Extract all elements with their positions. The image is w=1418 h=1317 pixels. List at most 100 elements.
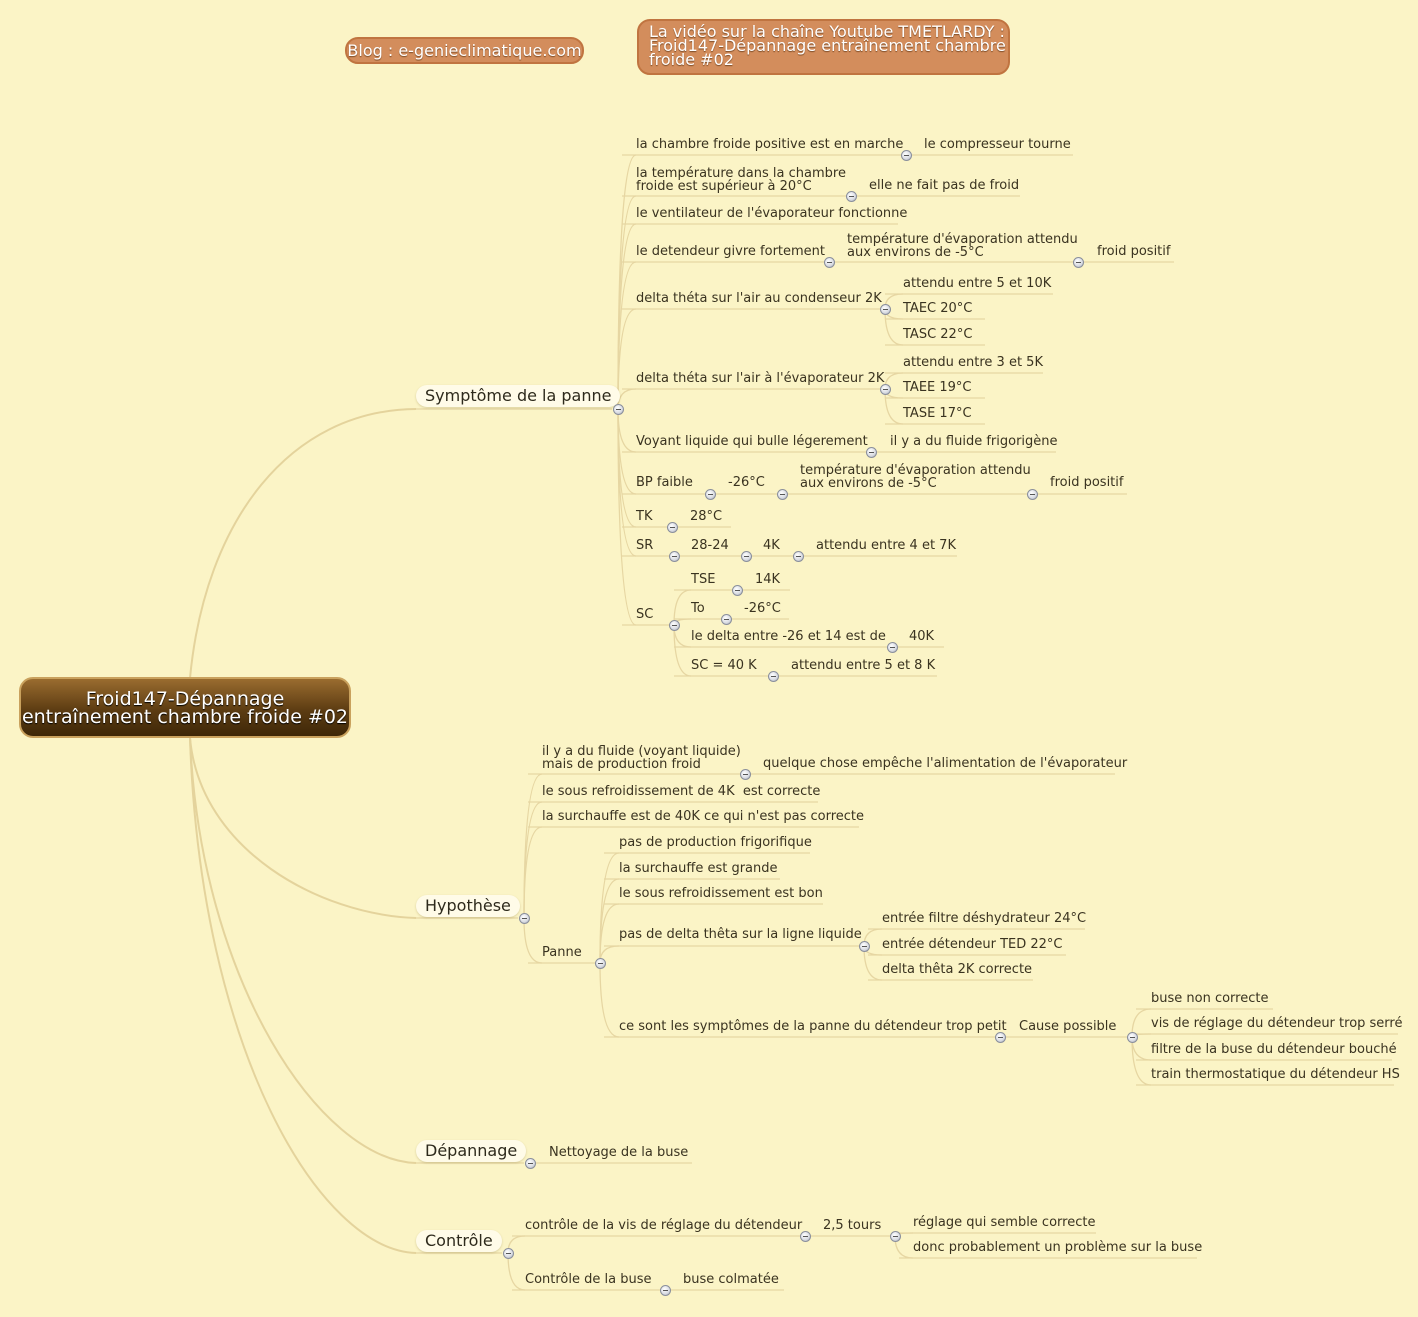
topic[interactable]: le sous refroidissement est bon [619,886,823,901]
topic[interactable]: delta thêta 2K correcte [882,962,1033,977]
collapse-toggle-icon[interactable] [768,671,779,682]
topic[interactable]: Nettoyage de la buse [549,1145,689,1160]
branch-hypothese[interactable]: Hypothèse [416,895,520,917]
topic[interactable]: réglage qui semble correcte [913,1215,1096,1230]
collapse-toggle-icon[interactable] [859,941,870,952]
topic[interactable]: 40K [909,629,935,644]
topic[interactable]: le delta entre -26 et 14 est de [691,629,886,644]
branch-controle[interactable]: Contrôle [416,1230,502,1252]
topic[interactable]: le ventilateur de l'évaporateur fonction… [636,206,908,221]
collapse-toggle-icon[interactable] [669,620,680,631]
collapse-toggle-icon[interactable] [880,384,891,395]
topic[interactable]: la surchauffe est de 40K ce qui n'est pa… [542,809,865,824]
topic[interactable]: filtre de la buse du détendeur bouché [1151,1042,1397,1057]
video-callout[interactable]: La vidéo sur la chaîne Youtube TMETLARDY… [637,19,1010,75]
topic[interactable]: le compresseur tourne [924,137,1071,152]
topic[interactable]: elle ne fait pas de froid [869,178,1020,193]
collapse-toggle-icon[interactable] [866,447,877,458]
collapse-toggle-icon[interactable] [901,150,912,161]
topic[interactable]: la chambre froide positive est en marche [636,137,904,152]
topic[interactable]: le detendeur givre fortement [636,244,826,259]
central-topic[interactable]: Froid147-Dépannage entraînement chambre … [19,677,351,738]
topic[interactable]: Panne [542,945,582,960]
topic[interactable]: Cause possible [1019,1019,1117,1034]
topic[interactable]: buse non correcte [1151,991,1269,1006]
topic[interactable]: SC [636,607,654,622]
topic[interactable]: la température dans la chambre froide es… [636,166,846,194]
topic[interactable]: TASC 22°C [903,327,973,342]
topic[interactable]: TAEE 19°C [903,380,972,395]
collapse-toggle-icon[interactable] [1073,257,1084,268]
branch-symptome[interactable]: Symptôme de la panne [416,385,621,407]
topic[interactable]: TK [636,509,653,524]
collapse-toggle-icon[interactable] [800,1231,811,1242]
topic[interactable]: attendu entre 4 et 7K [816,538,956,553]
topic[interactable]: SC = 40 K [691,658,757,673]
collapse-toggle-icon[interactable] [1127,1032,1138,1043]
topic[interactable]: attendu entre 5 et 8 K [791,658,936,673]
topic[interactable]: ce sont les symptômes de la panne du dét… [619,1019,1007,1034]
collapse-toggle-icon[interactable] [519,913,530,924]
topic[interactable]: buse colmatée [683,1272,779,1287]
collapse-toggle-icon[interactable] [705,489,716,500]
topic[interactable]: entrée filtre déshydrateur 24°C [882,911,1087,926]
topic[interactable]: vis de réglage du détendeur trop serré [1151,1016,1403,1031]
collapse-toggle-icon[interactable] [887,642,898,653]
collapse-toggle-icon[interactable] [732,585,743,596]
collapse-toggle-icon[interactable] [721,614,732,625]
topic[interactable]: TASE 17°C [903,406,972,421]
collapse-toggle-icon[interactable] [793,551,804,562]
collapse-toggle-icon[interactable] [525,1158,536,1169]
collapse-toggle-icon[interactable] [667,522,678,533]
topic[interactable]: Voyant liquide qui bulle légerement [636,434,868,449]
collapse-toggle-icon[interactable] [890,1231,901,1242]
topic[interactable]: delta théta sur l'air au condenseur 2K [636,291,882,306]
topic[interactable]: BP faible [636,475,693,490]
topic[interactable]: pas de production frigorifique [619,835,812,850]
collapse-toggle-icon[interactable] [660,1285,671,1296]
topic[interactable]: 2,5 tours [823,1218,882,1233]
topic[interactable]: -26°C [744,601,781,616]
collapse-toggle-icon[interactable] [741,551,752,562]
collapse-toggle-icon[interactable] [995,1032,1006,1043]
collapse-toggle-icon[interactable] [846,191,857,202]
topic[interactable]: To [691,601,705,616]
topic[interactable]: attendu entre 3 et 5K [903,355,1043,370]
topic[interactable]: 28-24 [691,538,729,553]
collapse-toggle-icon[interactable] [740,769,751,780]
collapse-toggle-icon[interactable] [669,551,680,562]
topic[interactable]: il y a du fluide frigorigène [890,434,1058,449]
topic[interactable]: température d'évaporation attendu aux en… [847,232,1078,260]
topic[interactable]: quelque chose empêche l'alimentation de … [763,756,1128,771]
topic[interactable]: froid positif [1050,475,1124,490]
collapse-toggle-icon[interactable] [824,257,835,268]
collapse-toggle-icon[interactable] [503,1248,514,1259]
topic[interactable]: 14K [755,572,781,587]
topic[interactable]: entrée détendeur TED 22°C [882,937,1063,952]
collapse-toggle-icon[interactable] [613,404,624,415]
collapse-toggle-icon[interactable] [880,304,891,315]
topic[interactable]: attendu entre 5 et 10K [903,276,1052,291]
topic[interactable]: train thermostatique du détendeur HS [1151,1067,1400,1082]
topic[interactable]: -26°C [728,475,765,490]
topic[interactable]: le sous refroidissement de 4K est correc… [542,784,821,799]
collapse-toggle-icon[interactable] [1027,489,1038,500]
topic[interactable]: contrôle de la vis de réglage du détende… [525,1218,803,1233]
topic[interactable]: donc probablement un problème sur la bus… [913,1240,1203,1255]
topic[interactable]: il y a du fluide (voyant liquide) mais d… [542,744,741,772]
branch-depannage[interactable]: Dépannage [416,1140,527,1162]
topic[interactable]: la surchauffe est grande [619,861,778,876]
topic[interactable]: froid positif [1097,244,1171,259]
topic[interactable]: 28°C [690,509,723,524]
topic[interactable]: pas de delta thêta sur la ligne liquide [619,927,862,942]
topic[interactable]: TSE [691,572,716,587]
topic[interactable]: température d'évaporation attendu aux en… [800,463,1031,491]
topic[interactable]: 4K [763,538,780,553]
topic[interactable]: TAEC 20°C [903,301,973,316]
topic[interactable]: Contrôle de la buse [525,1272,652,1287]
collapse-toggle-icon[interactable] [595,958,606,969]
blog-callout[interactable]: Blog : e-genieclimatique.com [345,37,584,64]
topic[interactable]: delta théta sur l'air à l'évaporateur 2K [636,371,885,386]
topic[interactable]: SR [636,538,654,553]
collapse-toggle-icon[interactable] [777,489,788,500]
